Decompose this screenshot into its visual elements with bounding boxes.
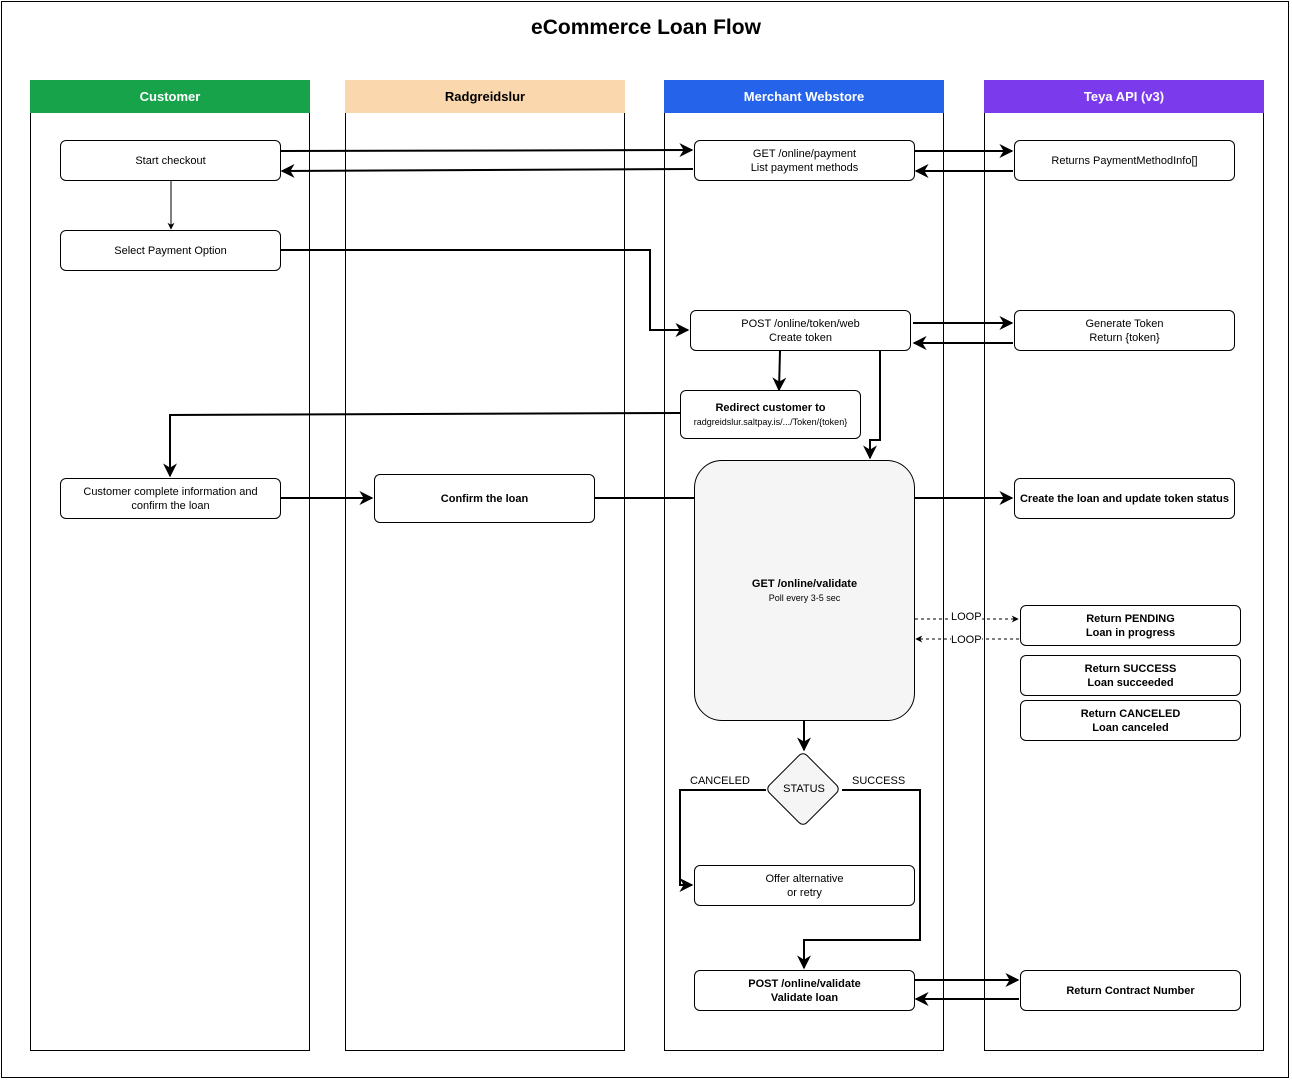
edge-get-payment-to-checkout <box>280 163 694 178</box>
select-payment-box: Select Payment Option <box>60 230 281 271</box>
edge-label-success: SUCCESS <box>852 775 906 787</box>
edge-post-token-to-validate <box>863 351 881 460</box>
create-loan-box: Create the loan and update token status <box>1014 478 1235 519</box>
post-validate-line2: Validate loan <box>770 991 839 1004</box>
return-pending-line2: Loan in progress <box>1085 626 1176 639</box>
confirm-loan-box: Confirm the loan <box>374 474 595 523</box>
get-payment-box: GET /online/payment List payment methods <box>694 140 915 181</box>
return-pending-box: Return PENDING Loan in progress <box>1020 605 1241 646</box>
get-payment-line1: GET /online/payment <box>752 147 857 160</box>
lane-merchant: Merchant Webstore <box>664 80 944 1051</box>
offer-alternative-line2: or retry <box>787 886 822 899</box>
create-loan-label: Create the loan and update token status <box>1019 492 1230 505</box>
return-canceled-box: Return CANCELED Loan canceled <box>1020 700 1241 741</box>
offer-alternative-line1: Offer alternative <box>765 872 844 885</box>
post-validate-box: POST /online/validate Validate loan <box>694 970 915 1011</box>
post-token-line1: POST /online/token/web <box>741 317 860 330</box>
start-checkout-label: Start checkout <box>135 154 206 167</box>
status-decision-label: STATUS <box>783 783 825 795</box>
post-token-line2: Create token <box>769 331 832 344</box>
lane-radgreidslur: Radgreidslur <box>345 80 625 1051</box>
post-token-box: POST /online/token/web Create token <box>690 310 911 351</box>
redirect-box: Redirect customer to radgreidslur.saltpa… <box>680 390 861 439</box>
edge-label-canceled: CANCELED <box>690 775 750 787</box>
validate-poll-line2: Poll every 3-5 sec <box>768 592 841 603</box>
lane-header-radgreidslur: Radgreidslur <box>345 80 625 113</box>
return-contract-box: Return Contract Number <box>1020 970 1241 1011</box>
lane-header-customer: Customer <box>30 80 310 113</box>
return-success-box: Return SUCCESS Loan succeeded <box>1020 655 1241 696</box>
lane-header-teya: Teya API (v3) <box>984 80 1264 113</box>
return-success-line1: Return SUCCESS <box>1084 662 1177 675</box>
edge-status-to-offer <box>679 789 766 892</box>
select-payment-label: Select Payment Option <box>114 244 227 257</box>
edge-label-loop-in: LOOP <box>951 634 982 646</box>
generate-token-line2: Return {token} <box>1089 331 1160 344</box>
lane-teya: Teya API (v3) <box>984 80 1264 1051</box>
post-validate-line1: POST /online/validate <box>748 977 861 990</box>
return-canceled-line1: Return CANCELED <box>1080 707 1181 720</box>
validate-poll-block: GET /online/validate Poll every 3-5 sec <box>694 460 915 721</box>
generate-token-line1: Generate Token <box>1085 317 1164 330</box>
edge-post-token-to-redirect <box>772 350 787 392</box>
customer-complete-line1: Customer complete information and <box>83 485 258 498</box>
edge-select-to-post-token <box>281 249 690 337</box>
edge-label-loop-out: LOOP <box>951 611 982 623</box>
redirect-line2: radgreidslur.saltpay.is/.../Token/{token… <box>693 416 848 427</box>
redirect-line1: Redirect customer to <box>715 401 826 414</box>
return-canceled-line2: Loan canceled <box>1092 721 1169 734</box>
edge-status-to-post-validate <box>797 789 921 970</box>
customer-complete-line2: confirm the loan <box>131 499 210 512</box>
validate-poll-line1: GET /online/validate <box>751 577 858 590</box>
get-payment-line2: List payment methods <box>750 161 859 174</box>
edge-checkout-to-get-payment <box>280 143 694 158</box>
diagram-title: eCommerce Loan Flow <box>531 16 761 39</box>
return-success-line2: Loan succeeded <box>1087 676 1174 689</box>
lane-header-merchant: Merchant Webstore <box>664 80 944 113</box>
offer-alternative-box: Offer alternative or retry <box>694 865 915 906</box>
return-pending-line1: Return PENDING <box>1086 612 1175 625</box>
return-contract-label: Return Contract Number <box>1066 984 1195 997</box>
returns-payment-methods-box: Returns PaymentMethodInfo[] <box>1014 140 1235 181</box>
lane-customer: Customer <box>30 80 310 1051</box>
confirm-loan-label: Confirm the loan <box>440 492 529 505</box>
customer-complete-box: Customer complete information and confir… <box>60 478 281 519</box>
generate-token-box: Generate Token Return {token} <box>1014 310 1235 351</box>
returns-payment-methods-label: Returns PaymentMethodInfo[] <box>1051 154 1198 167</box>
start-checkout-box: Start checkout <box>60 140 281 181</box>
edge-redirect-to-customer <box>163 412 681 478</box>
